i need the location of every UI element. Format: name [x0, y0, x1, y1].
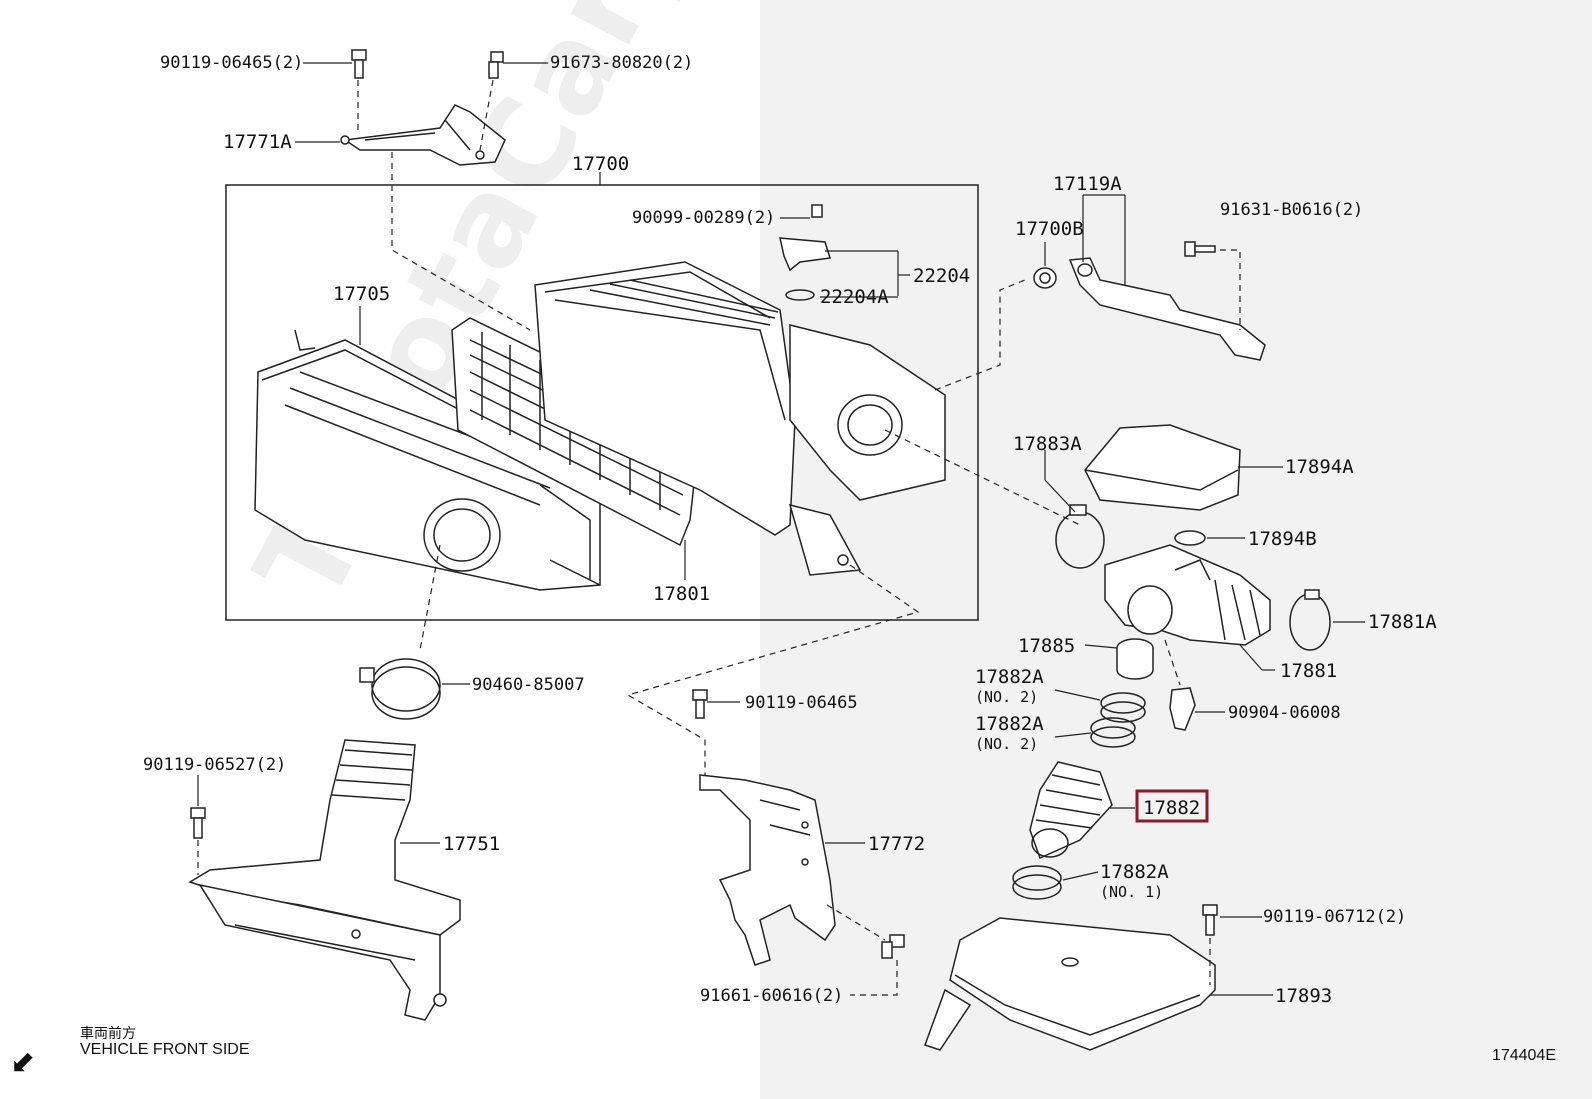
label-17751: 17751	[443, 833, 500, 855]
cover-17894A-drawing	[1084, 424, 1241, 511]
hose-17882-drawing	[1029, 761, 1113, 860]
intake-hose-17881-drawing	[1104, 544, 1271, 646]
label-17882A-upper-note: (NO. 2)	[975, 688, 1038, 706]
air-flow-meter-22204-drawing	[779, 204, 831, 301]
label-17893: 17893	[1275, 985, 1332, 1007]
bolt-90119-06527-drawing	[190, 807, 206, 839]
resonator-17893-drawing	[924, 917, 1216, 1051]
grommet-17894B-drawing	[1174, 530, 1206, 546]
bracket-17772-drawing	[699, 774, 836, 966]
air-intake-duct-17751-drawing	[188, 739, 461, 1021]
label-90904-06008: 90904-06008	[1228, 703, 1341, 723]
grommet-17700B-drawing	[1033, 267, 1057, 289]
front-side-label-en: VEHICLE FRONT SIDE	[80, 1041, 250, 1058]
air-cleaner-cap-17705-drawing	[254, 329, 601, 591]
label-17882A-no1: 17882A	[1100, 861, 1169, 883]
label-22204: 22204	[913, 265, 970, 287]
label-91673-80820-2: 91673-80820(2)	[550, 53, 693, 73]
label-17881: 17881	[1280, 660, 1337, 682]
front-arrow-icon: ⬋	[10, 1045, 36, 1080]
label-90119-06465: 90119-06465	[745, 693, 858, 713]
label-17894B: 17894B	[1248, 528, 1317, 550]
label-17700: 17700	[572, 153, 629, 175]
bolt-90119-06712-drawing	[1202, 904, 1218, 936]
bolt-91673-80820-drawing	[488, 51, 504, 79]
label-17881A: 17881A	[1368, 611, 1437, 633]
clamp-17882A-no2-upper-drawing	[1100, 692, 1146, 723]
label-17894A: 17894A	[1285, 456, 1354, 478]
bolt-91631-B0616-drawing	[1184, 241, 1216, 257]
label-17882A-lower-note: (NO. 2)	[975, 735, 1038, 753]
label-17882A-upper: 17882A	[975, 666, 1044, 688]
bracket-17771A-drawing	[340, 104, 506, 166]
label-90119-06465-2: 90119-06465(2)	[160, 53, 303, 73]
label-90119-06712-2: 90119-06712(2)	[1263, 907, 1406, 927]
clamp-17881A-drawing	[1289, 589, 1331, 651]
label-91631-B0616-2: 91631-B0616(2)	[1220, 200, 1363, 220]
label-90460-85007: 90460-85007	[472, 675, 585, 695]
front-side-label-jp: 車両前方	[80, 1026, 136, 1042]
clamp-17882A-no1-drawing	[1012, 865, 1062, 900]
label-17882: 17882	[1143, 797, 1200, 819]
label-17882A-lower: 17882A	[975, 713, 1044, 735]
label-90119-06527-2: 90119-06527(2)	[143, 755, 286, 775]
label-17772: 17772	[868, 833, 925, 855]
label-17771A: 17771A	[223, 131, 292, 153]
label-17883A: 17883A	[1013, 433, 1082, 455]
hose-17885-drawing	[1116, 638, 1154, 680]
label-90099-00289-2: 90099-00289(2)	[632, 208, 775, 228]
clamp-90460-85007-drawing	[359, 658, 441, 720]
bracket-17119A-drawing	[1068, 257, 1266, 361]
highlight-17882-box	[1135, 789, 1209, 823]
bolt-90119-06465-drawing	[351, 49, 367, 79]
label-17705: 17705	[333, 283, 390, 305]
clamp-17882A-no2-lower-drawing	[1090, 717, 1136, 748]
label-17885: 17885	[1018, 635, 1075, 657]
bolt-91661-60616-drawing	[881, 934, 905, 959]
clamp-17883A-drawing	[1055, 504, 1105, 569]
sensor-90904-06008-drawing	[1169, 687, 1196, 731]
label-22204A: 22204A	[820, 286, 889, 308]
label-17119A: 17119A	[1053, 173, 1122, 195]
label-17882A-no1-note: (NO. 1)	[1100, 883, 1163, 901]
bolt-90119-06465-lower-drawing	[692, 689, 708, 719]
label-17801: 17801	[653, 583, 710, 605]
figure-code: 174404E	[1491, 1047, 1556, 1064]
air-cleaner-case-drawing	[534, 261, 946, 576]
assembly-17700-frame	[225, 184, 979, 621]
label-17700B: 17700B	[1015, 218, 1084, 240]
label-91661-60616-2: 91661-60616(2)	[700, 986, 843, 1006]
